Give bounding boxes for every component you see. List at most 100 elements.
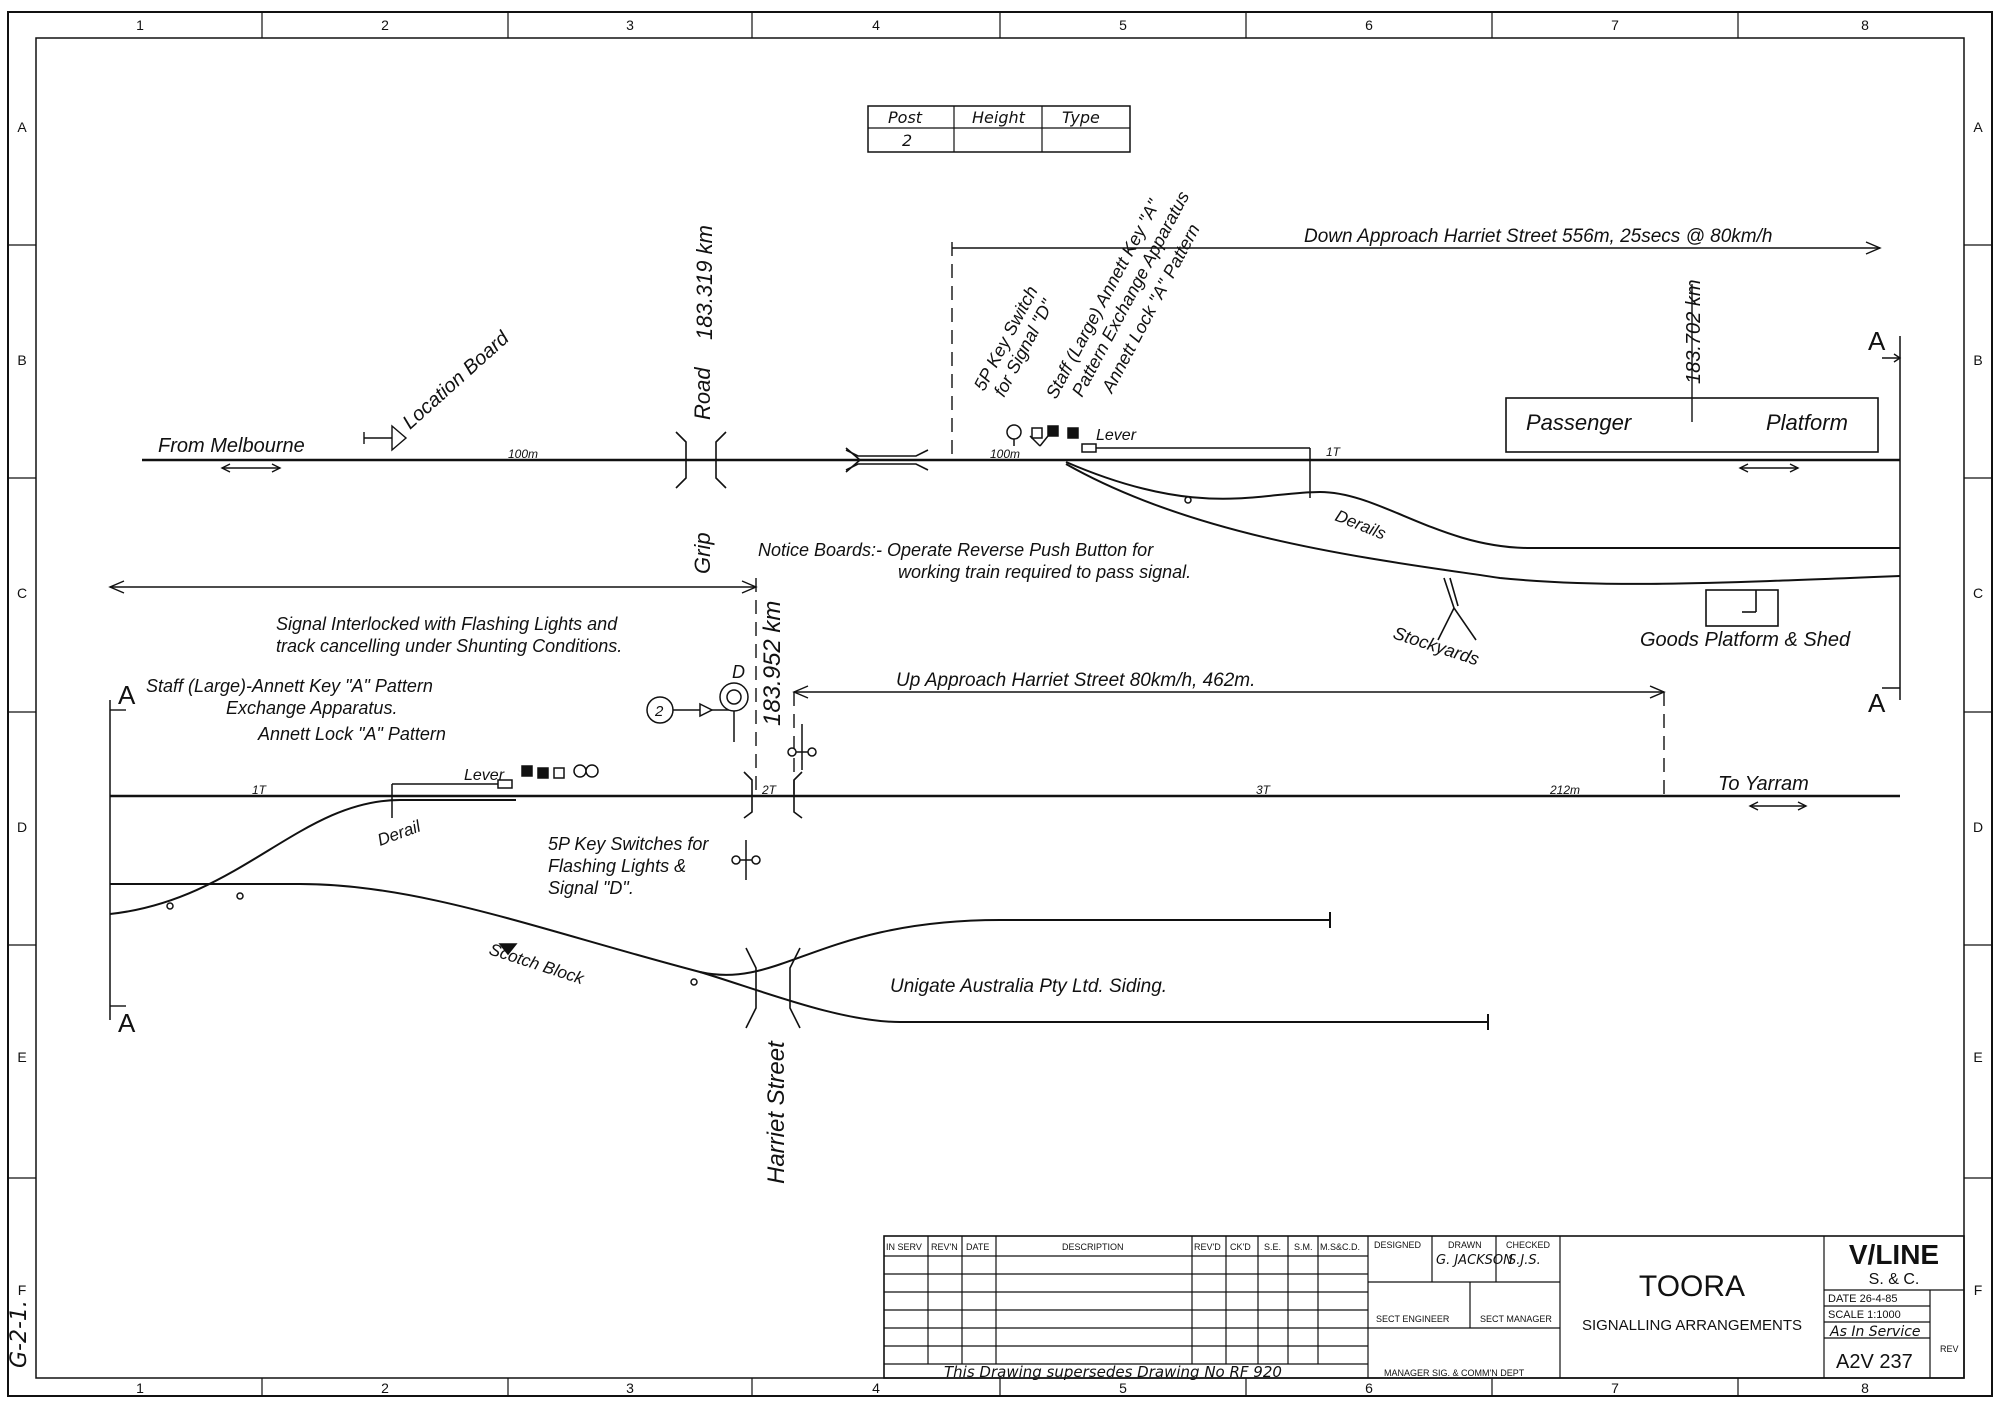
t3-label: 3T xyxy=(1256,783,1272,797)
grip-label: Grip xyxy=(690,532,715,574)
from-melbourne-label: From Melbourne xyxy=(158,435,305,457)
row-f-left: F xyxy=(18,1282,27,1298)
upper-siding-track xyxy=(1065,463,1901,585)
km-183702-label: 183.702 km xyxy=(1683,279,1705,384)
harriet-street-label: Harriet Street xyxy=(763,1040,790,1184)
signal-d-label: D xyxy=(732,662,745,682)
col-4-top: 4 xyxy=(872,17,880,33)
lever-upper-label: Lever xyxy=(1096,427,1137,444)
drawing-subtitle: SIGNALLING ARRANGEMENTS xyxy=(1582,1317,1802,1334)
keysw-left-line-3: Signal "D". xyxy=(548,878,634,898)
rev-header-inserv: IN SERV xyxy=(886,1242,922,1252)
section-a-mid-right: A xyxy=(1868,688,1886,718)
supersedes-note: This Drawing supersedes Drawing No RF 92… xyxy=(944,1363,1282,1381)
notice-line-2: working train required to pass signal. xyxy=(898,562,1191,582)
notice-line-1: Notice Boards:- Operate Reverse Push But… xyxy=(758,540,1154,560)
row-c-left: C xyxy=(17,585,27,601)
up-approach-label: Up Approach Harriet Street 80km/h, 462m. xyxy=(896,670,1255,691)
col-3-top: 3 xyxy=(626,17,634,33)
passenger-label: Passenger xyxy=(1526,410,1633,435)
m100-right-label: 100m xyxy=(990,447,1020,461)
down-approach-label: Down Approach Harriet Street 556m, 25sec… xyxy=(1304,226,1772,247)
rev-label: REV xyxy=(1940,1344,1959,1354)
date-field: DATE 26-4-85 xyxy=(1828,1293,1898,1305)
status-field: As In Service xyxy=(1829,1324,1921,1340)
lower-siding-1 xyxy=(110,883,1330,976)
goods-platform-label: Goods Platform & Shed xyxy=(1640,629,1851,651)
col-6-top: 6 xyxy=(1365,17,1373,33)
derails-label: Derails xyxy=(1333,506,1390,544)
rev-header-msd: M.S&C.D. xyxy=(1320,1242,1360,1252)
signals xyxy=(166,424,1311,986)
unigate-label: Unigate Australia Pty Ltd. Siding. xyxy=(890,976,1167,997)
post-table: Post Height Type 2 xyxy=(867,105,1131,153)
row-f-right: F xyxy=(1974,1282,1983,1298)
rev-header-se: S.E. xyxy=(1264,1242,1281,1252)
diagram-labels: Location Board Road 183.319 km 183.702 k… xyxy=(118,188,1886,1184)
drawn-by: G. JACKSON xyxy=(1436,1253,1513,1268)
rev-header-date: DATE xyxy=(966,1242,989,1252)
scale-field: SCALE 1:1000 xyxy=(1828,1309,1901,1321)
row-c-right: C xyxy=(1973,585,1983,601)
rev-header-revd: REV'D xyxy=(1194,1242,1221,1252)
margin-note: G-2-1. xyxy=(7,1300,32,1368)
type-header: Type xyxy=(1062,108,1100,127)
road-crossing xyxy=(675,431,929,1029)
row-a-right: A xyxy=(1973,119,1983,135)
drawn-label: DRAWN xyxy=(1448,1240,1482,1250)
derail-label: Derail xyxy=(375,816,424,849)
org-name: V/LINE xyxy=(1849,1239,1939,1270)
dimension-lines xyxy=(108,241,1902,1007)
drawing-title: TOORA xyxy=(1639,1270,1745,1303)
row-d-left: D xyxy=(17,819,27,835)
interlock-line-1: Signal Interlocked with Flashing Lights … xyxy=(276,614,618,634)
post-header: Post xyxy=(888,108,923,127)
height-header: Height xyxy=(972,108,1026,127)
road-label: Road xyxy=(690,367,715,420)
col-3-bottom: 3 xyxy=(626,1380,634,1396)
km-183319-label: 183.319 km xyxy=(692,225,717,340)
section-a-top-right: A xyxy=(1868,326,1886,356)
t1-upper-label: 1T xyxy=(1326,445,1342,459)
t1-lower-label: 1T xyxy=(252,783,268,797)
sect-manager-label: SECT MANAGER xyxy=(1480,1314,1552,1324)
col-7-bottom: 7 xyxy=(1611,1380,1619,1396)
manager-label: MANAGER SIG. & COMM'N DEPT xyxy=(1384,1368,1525,1378)
drawing-number: A2V 237 xyxy=(1836,1351,1913,1373)
col-8-bottom: 8 xyxy=(1861,1380,1869,1396)
passenger-platform xyxy=(1505,397,1879,453)
location-board-label: Location Board xyxy=(399,327,514,434)
title-block xyxy=(883,1235,1965,1379)
staff-right-line-2: Pattern Exchange Apparatus xyxy=(1068,188,1193,400)
row-e-left: E xyxy=(17,1049,26,1065)
staff-left-line-1: Staff (Large)-Annett Key "A" Pattern xyxy=(146,676,433,696)
t2-label: 2T xyxy=(761,783,778,797)
keysw-left-line-1: 5P Key Switches for xyxy=(548,834,709,854)
km-183952-label: 183.952 km xyxy=(759,601,786,726)
post-cell: 2 xyxy=(902,131,912,150)
col-4-bottom: 4 xyxy=(872,1380,880,1396)
col-7-top: 7 xyxy=(1611,17,1619,33)
row-a-left: A xyxy=(17,119,27,135)
col-6-bottom: 6 xyxy=(1365,1380,1373,1396)
to-yarram-label: To Yarram xyxy=(1718,773,1809,795)
checked-label: CHECKED xyxy=(1506,1240,1551,1250)
rev-header-ckd: CK'D xyxy=(1230,1242,1251,1252)
platforms xyxy=(1437,397,1879,641)
section-a-left-bottom: A xyxy=(118,1008,136,1038)
row-b-left: B xyxy=(17,352,26,368)
title-block-text: IN SERV REV'N DATE DESCRIPTION REV'D CK'… xyxy=(886,1239,1959,1381)
m100-left-label: 100m xyxy=(508,447,538,461)
upper-loop-track xyxy=(1065,461,1900,549)
col-2-bottom: 2 xyxy=(381,1380,389,1396)
lower-siding-2 xyxy=(699,971,1488,1023)
track-layout xyxy=(109,336,1901,1030)
col-5-top: 5 xyxy=(1119,17,1127,33)
interlock-line-2: track cancelling under Shunting Conditio… xyxy=(276,636,622,656)
row-b-right: B xyxy=(1973,352,1982,368)
staff-left-line-2: Exchange Apparatus. xyxy=(226,698,397,718)
org-sub: S. & C. xyxy=(1869,1271,1920,1288)
col-5-bottom: 5 xyxy=(1119,1380,1127,1396)
col-1-bottom: 1 xyxy=(136,1380,144,1396)
